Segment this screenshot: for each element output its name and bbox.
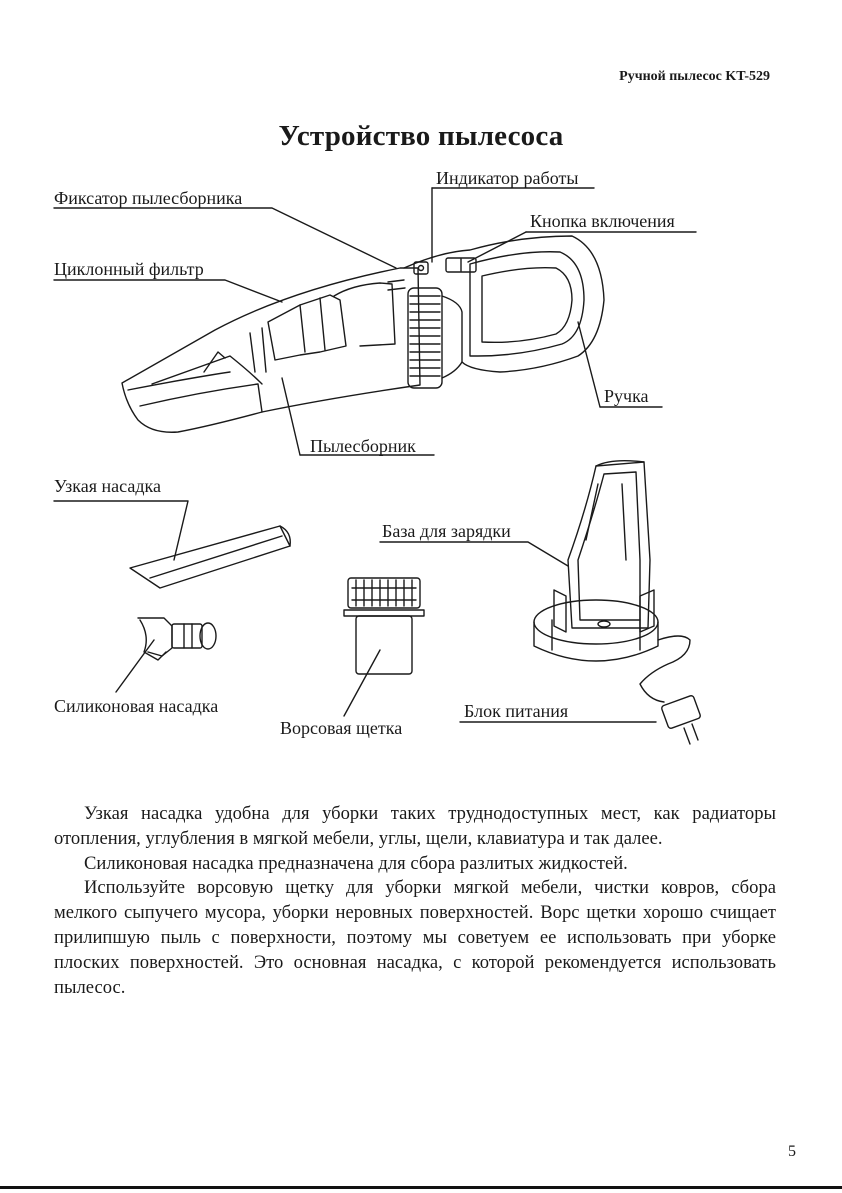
paragraph-bristle-brush: Используйте ворсовую щетку для уборки мя… xyxy=(54,877,776,998)
page-title: Устройство пылесоса xyxy=(278,120,564,152)
paragraph-narrow-nozzle: Узкая насадка удобна для уборки таких тр… xyxy=(54,803,776,849)
vacuum-diagram xyxy=(53,187,701,745)
label-fixator: Фиксатор пылесборника xyxy=(54,188,243,208)
label-handle: Ручка xyxy=(604,386,649,406)
label-silicone-nozzle: Силиконовая насадка xyxy=(54,696,219,716)
paragraph-silicone-nozzle: Силиконовая насадка предназначена для сб… xyxy=(84,852,628,874)
running-header: Ручной пылесос KT-529 xyxy=(619,69,770,84)
label-power-unit: Блок питания xyxy=(464,701,569,721)
label-charging-base: База для зарядки xyxy=(382,521,511,541)
silicone-nozzle-illustration xyxy=(137,617,217,661)
page-number: 5 xyxy=(788,1143,796,1160)
leader-lines xyxy=(53,187,697,723)
vacuum-illustration xyxy=(121,235,605,433)
charging-base-illustration xyxy=(533,459,701,745)
label-cyclone-filter: Циклонный фильтр xyxy=(54,259,204,279)
label-dust-container: Пылесборник xyxy=(310,436,416,456)
bristle-brush-illustration xyxy=(343,577,425,675)
label-bristle-brush: Ворсовая щетка xyxy=(280,718,403,738)
label-indicator: Индикатор работы xyxy=(436,168,579,188)
footer-rule xyxy=(0,1186,842,1189)
label-power-button: Кнопка включения xyxy=(530,211,675,231)
body-text: Узкая насадка удобна для уборки таких тр… xyxy=(54,802,776,1000)
label-narrow-nozzle: Узкая насадка xyxy=(54,476,161,496)
narrow-nozzle-illustration xyxy=(129,525,291,589)
